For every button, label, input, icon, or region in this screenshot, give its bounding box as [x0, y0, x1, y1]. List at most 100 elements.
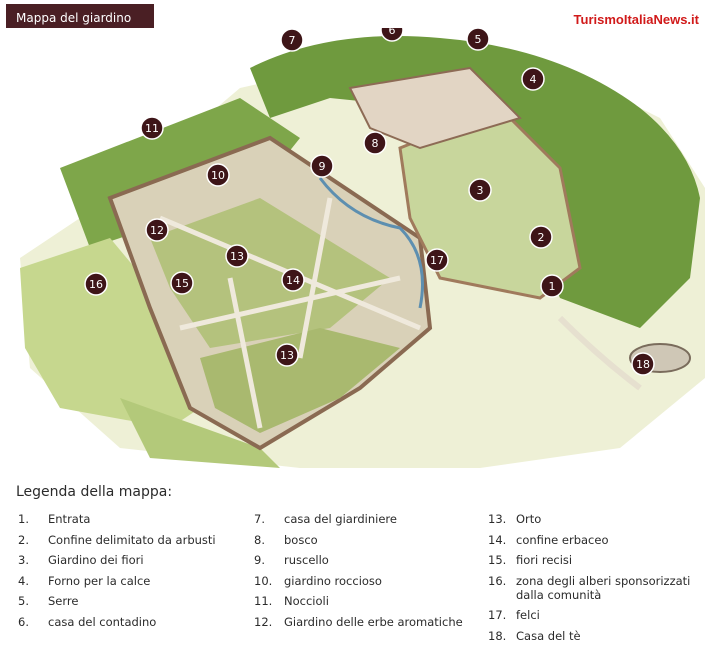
greenhouse-block	[348, 66, 522, 150]
legend-number: 7.	[254, 512, 265, 526]
marker-label: 12	[150, 224, 164, 237]
brand-label[interactable]: TurismoItaliaNews.it	[573, 12, 699, 27]
vegetable-plots-south	[200, 328, 400, 433]
map-marker-14[interactable]: 14	[281, 268, 305, 292]
map-marker-18[interactable]: 18	[631, 352, 655, 376]
marker-circle	[170, 271, 194, 295]
legend-number: 6.	[18, 614, 29, 629]
map-marker-3[interactable]: 3	[468, 178, 492, 202]
marker-label: 13	[280, 349, 294, 362]
marker-circle	[145, 218, 169, 242]
legend-item: 4. Forno per la calce	[18, 574, 248, 588]
legend-number: 11.	[254, 594, 273, 608]
legend-item: 12.Giardino delle erbe aromatiche	[254, 615, 479, 629]
legend-number: 4.	[18, 573, 29, 588]
legend-number: 17.	[488, 608, 507, 622]
map-marker-10[interactable]: 10	[206, 163, 230, 187]
legend-label: Confine delimitato da arbusti	[48, 532, 216, 547]
map-marker-12[interactable]: 12	[145, 218, 169, 242]
woodland-belt	[250, 36, 700, 328]
map-marker-4[interactable]: 4	[521, 67, 545, 91]
orchard-south	[120, 398, 280, 468]
marker-label: 9	[319, 160, 326, 173]
legend-label: Entrata	[48, 512, 91, 526]
legend-number: 1.	[18, 512, 29, 526]
marker-circle	[206, 163, 230, 187]
legend-number: 14.	[488, 532, 507, 547]
legend-item: 10.giardino roccioso	[254, 574, 479, 588]
marker-circle	[140, 116, 164, 140]
marker-circle	[225, 244, 249, 268]
legend-item: 8.bosco	[254, 533, 479, 547]
legend-item: 14.confine erbaceo	[488, 533, 708, 547]
map-marker-8[interactable]: 8	[363, 131, 387, 155]
legend-number: 10.	[254, 573, 273, 588]
vegetable-plots-north	[150, 198, 390, 348]
legend-label: Casa del tè	[516, 628, 581, 643]
marker-label: 18	[636, 358, 650, 371]
legend-label: bosco	[284, 532, 318, 547]
marker-label: 11	[145, 122, 159, 135]
legend-item: 17. felci	[488, 608, 708, 622]
legend-label: Orto	[516, 512, 542, 526]
marker-circle	[275, 343, 299, 367]
marker-circle	[310, 154, 334, 178]
legend-number: 5.	[18, 594, 29, 608]
legend-number: 13.	[488, 512, 507, 526]
map-marker-1[interactable]: 1	[540, 274, 564, 298]
legend-item: 2.Confine delimitato da arbusti	[18, 533, 248, 547]
orchard-zone	[20, 238, 200, 428]
marker-circle	[468, 178, 492, 202]
marker-label: 6	[389, 28, 396, 37]
legend-item: 5. Serre	[18, 594, 248, 608]
legend-label: casa del contadino	[48, 614, 157, 629]
marker-label: 16	[89, 278, 103, 291]
marker-circle	[281, 268, 305, 292]
map-marker-5[interactable]: 5	[466, 28, 490, 51]
legend-item: 18. Casa del tè	[488, 629, 708, 643]
map-marker-9[interactable]: 9	[310, 154, 334, 178]
legend-item: 6. casa del contadino	[18, 615, 248, 629]
map-marker-13[interactable]: 13	[225, 244, 249, 268]
legend-number: 9.	[254, 553, 265, 567]
legend-item: 16.zona degli alberi sponsorizzati dalla…	[488, 574, 708, 602]
marker-label: 15	[175, 277, 189, 290]
legend-label: fiori recisi	[516, 553, 573, 567]
legend-item: 7.casa del giardiniere	[254, 512, 479, 526]
map-marker-17[interactable]: 17	[425, 248, 449, 272]
map-marker-11[interactable]: 11	[140, 116, 164, 140]
marker-label: 3	[477, 184, 484, 197]
legend-item: 9.ruscello	[254, 553, 479, 567]
marker-label: 2	[538, 231, 545, 244]
marker-circle	[466, 28, 490, 51]
marker-circle	[84, 272, 108, 296]
legend-item: 1. Entrata	[18, 512, 248, 526]
marker-label: 14	[286, 274, 300, 287]
map-marker-7[interactable]: 7	[280, 28, 304, 52]
marker-label: 8	[372, 137, 379, 150]
map-marker-15[interactable]: 15	[170, 271, 194, 295]
legend-item: 15. fiori recisi	[488, 553, 708, 567]
map-marker-13[interactable]: 13	[275, 343, 299, 367]
marker-circle	[631, 352, 655, 376]
marker-circle	[529, 225, 553, 249]
marker-circle	[521, 67, 545, 91]
map-marker-2[interactable]: 2	[529, 225, 553, 249]
legend-number: 15.	[488, 553, 507, 567]
legend-label: Giardino delle erbe aromatiche	[284, 614, 463, 629]
map-marker-16[interactable]: 16	[84, 272, 108, 296]
legend-label: Serre	[48, 594, 79, 608]
map-marker-6[interactable]: 6	[380, 28, 404, 42]
legend-number: 16.	[488, 573, 507, 588]
legend-label: Forno per la calce	[48, 573, 151, 588]
legend-label: felci	[516, 608, 540, 622]
marker-circle	[540, 274, 564, 298]
map-title: Mappa del giardino	[6, 4, 154, 31]
marker-circle	[380, 28, 404, 42]
legend-number: 18.	[488, 628, 507, 643]
marker-label: 13	[230, 250, 244, 263]
legend-item: 3.Giardino dei fiori	[18, 553, 248, 567]
marker-label: 7	[289, 34, 296, 47]
